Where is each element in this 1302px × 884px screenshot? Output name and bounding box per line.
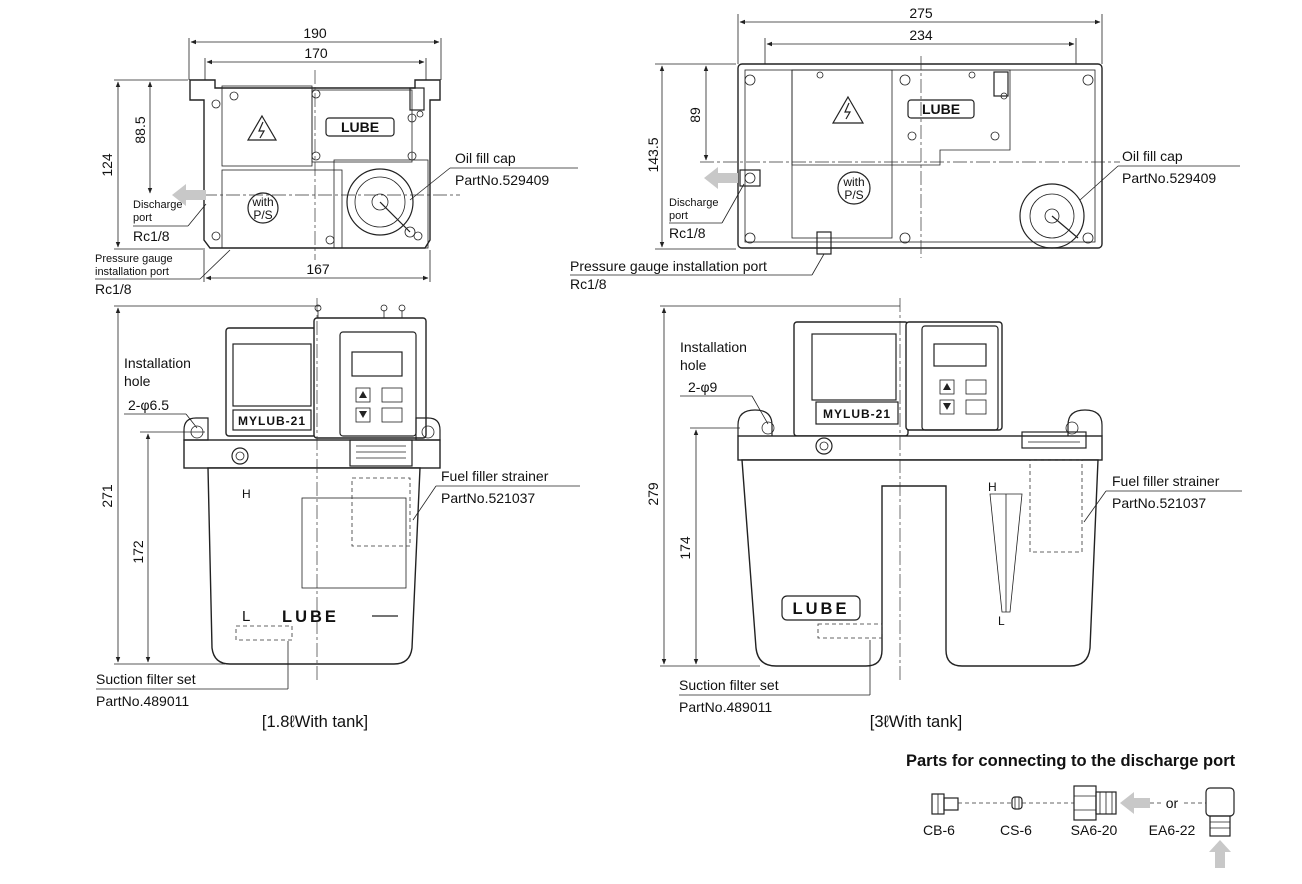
- level-high: H: [988, 480, 997, 494]
- oil-fill-cap-label: Oil fill cap: [1122, 148, 1183, 164]
- caption-3l: [3ℓWith tank]: [870, 713, 962, 731]
- top-right-plan-view: 275 234 LUBE with P/S: [570, 5, 1240, 292]
- dim-190: 190: [303, 25, 327, 41]
- fuel-filler-label: Fuel filler strainer: [1112, 473, 1220, 489]
- dim-234: 234: [909, 27, 933, 43]
- fuel-filler-part: PartNo.521037: [441, 490, 535, 506]
- dim-124: 124: [99, 153, 115, 177]
- pressure-gauge-thread: Rc1/8: [95, 281, 132, 297]
- dim-170: 170: [304, 45, 328, 61]
- oil-fill-cap-label: Oil fill cap: [455, 150, 516, 166]
- dim-167: 167: [306, 261, 330, 277]
- model-plate: MYLUB-21: [238, 414, 306, 428]
- suction-filter-part: PartNo.489011: [96, 693, 189, 709]
- suction-filter-label: Suction filter set: [679, 677, 779, 693]
- part-ea6-22: [1205, 787, 1235, 837]
- part-cs-6: [1011, 796, 1023, 810]
- fuel-filler-label: Fuel filler strainer: [441, 468, 549, 484]
- suction-filter-label: Suction filter set: [96, 671, 196, 687]
- brand-plate: LUBE: [922, 101, 960, 117]
- installation-hole-spec: 2-φ6.5: [128, 397, 169, 413]
- discharge-port-line1: Discharge: [669, 197, 719, 209]
- part-cb-6: [931, 793, 959, 815]
- part-label-ea6-22: EA6-22: [1149, 822, 1196, 838]
- discharge-port-line2: port: [133, 212, 152, 224]
- tank-brand: LUBE: [793, 600, 850, 618]
- caption-1-8l: [1.8ℓWith tank]: [262, 713, 368, 731]
- level-high: H: [242, 487, 251, 501]
- oil-fill-cap-part: PartNo.529409: [455, 172, 549, 188]
- dim-279: 279: [645, 482, 661, 506]
- pressure-gauge-label: Pressure gauge installation port: [570, 258, 767, 274]
- dim-275: 275: [909, 5, 933, 21]
- dim-143-5: 143.5: [645, 137, 661, 172]
- installation-hole-line1: Installation: [680, 339, 747, 355]
- parts-title: Parts for connecting to the discharge po…: [906, 752, 1236, 770]
- dim-172: 172: [130, 540, 146, 564]
- installation-hole-spec: 2-φ9: [688, 379, 718, 395]
- discharge-port-line2: port: [669, 210, 688, 222]
- part-label-sa6-20: SA6-20: [1071, 822, 1118, 838]
- discharge-parts: Parts for connecting to the discharge po…: [906, 752, 1236, 868]
- badge-top: with: [251, 195, 273, 209]
- discharge-port-thread: Rc1/8: [133, 228, 170, 244]
- part-label-cs-6: CS-6: [1000, 822, 1032, 838]
- badge-bottom: P/S: [844, 188, 863, 202]
- level-low: L: [242, 608, 250, 625]
- model-plate: MYLUB-21: [823, 407, 891, 421]
- front-left-view: 271 172 MYLUB-21 H: [96, 298, 580, 731]
- part-label-cb-6: CB-6: [923, 822, 955, 838]
- front-right-view: 279 174 MYLUB-21 H L: [645, 298, 1242, 731]
- dim-88-5: 88.5: [132, 116, 148, 143]
- dim-89: 89: [687, 107, 703, 123]
- part-sa6-20: [1073, 785, 1117, 821]
- installation-hole-line2: hole: [680, 357, 707, 373]
- oil-fill-cap-part: PartNo.529409: [1122, 170, 1216, 186]
- level-low: L: [998, 614, 1005, 628]
- or-label: or: [1166, 795, 1179, 811]
- brand-plate: LUBE: [341, 119, 379, 135]
- tank-brand: LUBE: [282, 608, 339, 626]
- installation-hole-line2: hole: [124, 373, 151, 389]
- installation-hole-line1: Installation: [124, 355, 191, 371]
- discharge-port-thread: Rc1/8: [669, 225, 706, 241]
- top-left-plan-view: 190 170 LUBE with: [95, 25, 578, 297]
- dim-271: 271: [99, 484, 115, 508]
- discharge-port-line1: Discharge: [133, 199, 183, 211]
- fuel-filler-part: PartNo.521037: [1112, 495, 1206, 511]
- dim-174: 174: [677, 536, 693, 560]
- pressure-gauge-thread: Rc1/8: [570, 276, 607, 292]
- pressure-gauge-line2: installation port: [95, 266, 169, 278]
- pressure-gauge-line1: Pressure gauge: [95, 253, 173, 265]
- badge-top: with: [842, 175, 864, 189]
- suction-filter-part: PartNo.489011: [679, 699, 772, 715]
- badge-bottom: P/S: [253, 208, 272, 222]
